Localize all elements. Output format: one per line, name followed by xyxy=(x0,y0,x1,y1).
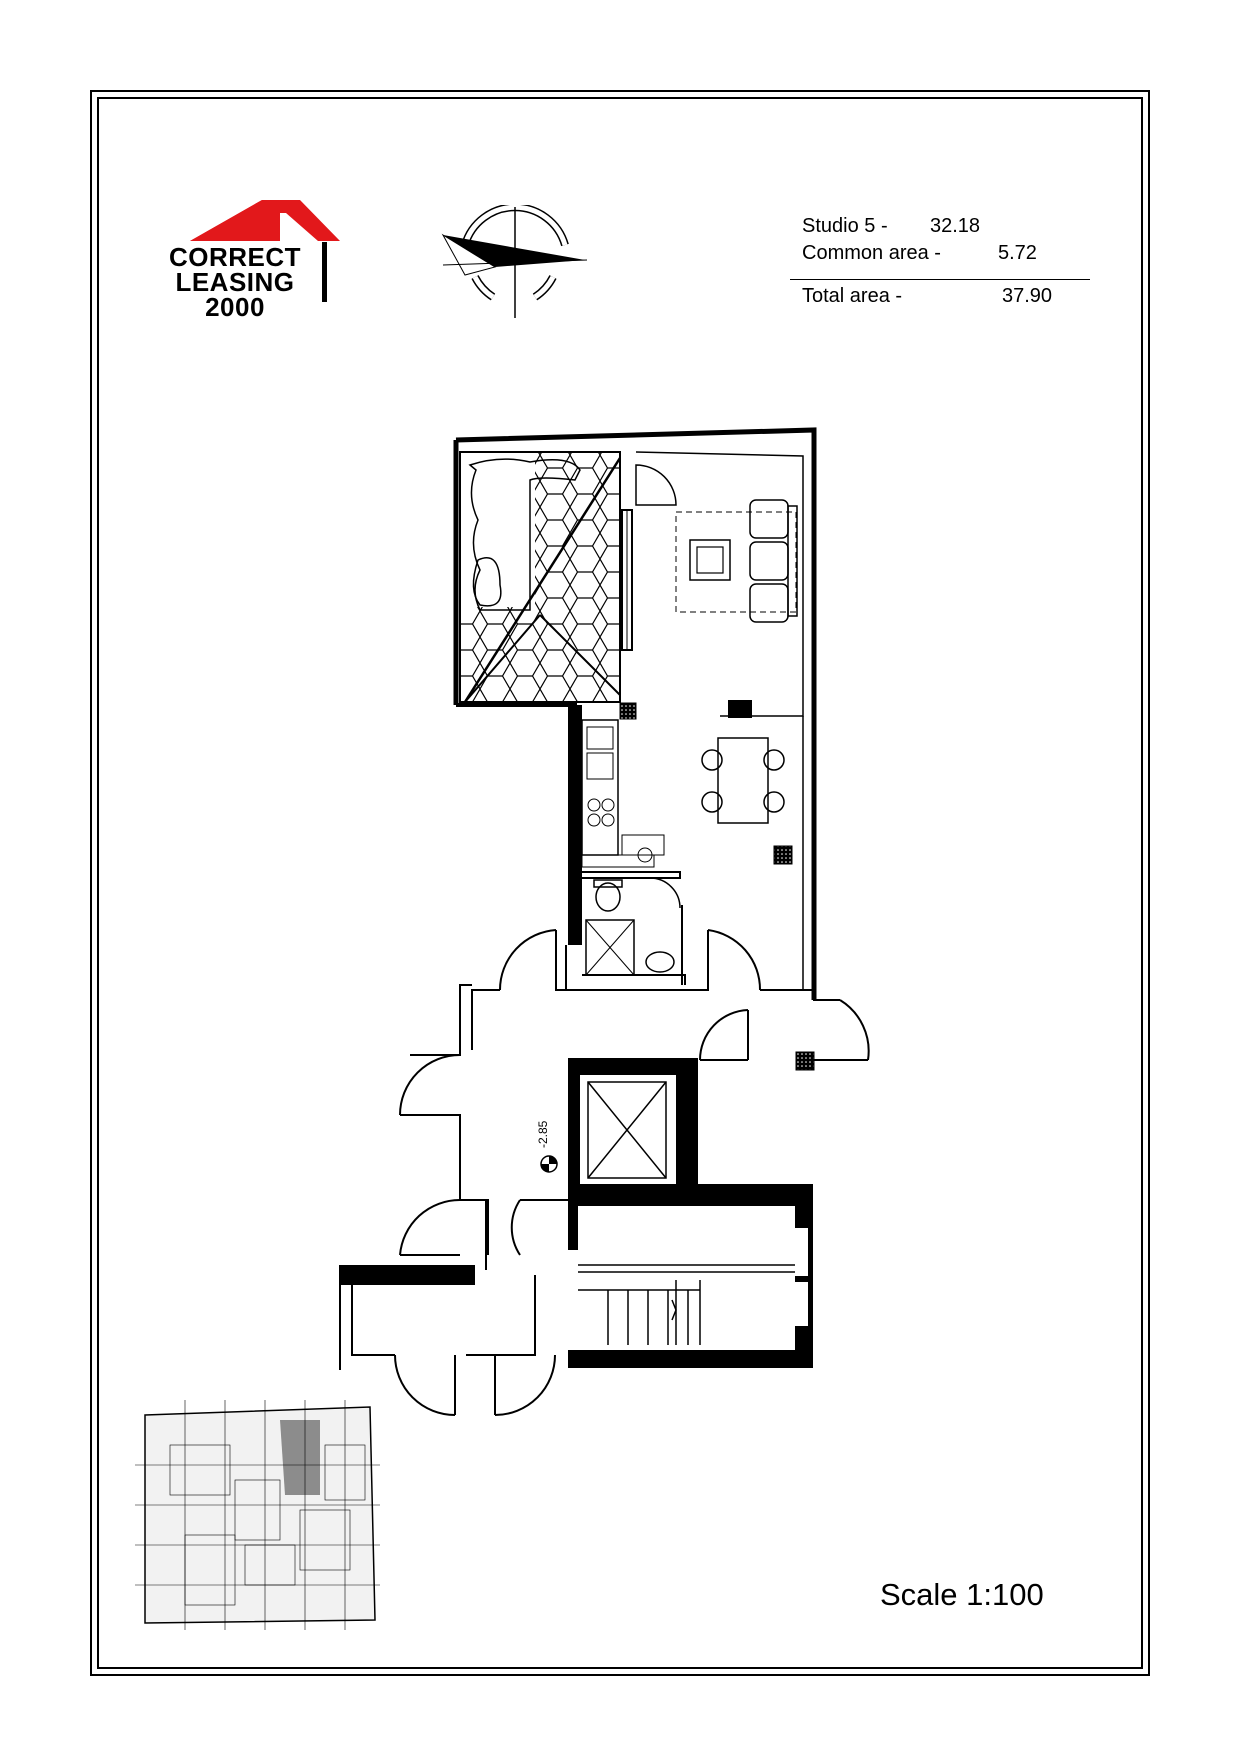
column xyxy=(728,700,752,718)
common-area-row: Common area - 5.72 xyxy=(790,240,1090,267)
logo-bar xyxy=(322,242,327,302)
roof-icon xyxy=(190,200,340,241)
level-marker: -2.85 xyxy=(536,1120,558,1173)
area-divider xyxy=(790,279,1090,280)
apartment-walls xyxy=(453,427,817,1000)
scale-label: Scale 1:100 xyxy=(880,1577,1044,1612)
terrace xyxy=(459,451,622,703)
column-3 xyxy=(795,1051,815,1071)
stair-core xyxy=(568,1184,813,1368)
total-area-row: Total area - 37.90 xyxy=(790,283,1090,310)
area-schedule: Studio 5 - 32.18 Common area - 5.72 Tota… xyxy=(790,213,1090,310)
logo-line-2: LEASING xyxy=(175,267,295,297)
living-furniture xyxy=(675,499,798,623)
inner-frame xyxy=(97,97,1143,1669)
wall-block-1 xyxy=(340,1265,475,1285)
studio-area-row: Studio 5 - 32.18 xyxy=(790,213,1090,240)
lift-shaft xyxy=(568,1058,698,1186)
key-plan xyxy=(135,1400,380,1630)
common-area-label: Common area - xyxy=(802,242,941,264)
glazed-wall xyxy=(619,509,637,720)
studio-area-value: 32.18 xyxy=(930,215,981,237)
bathroom xyxy=(582,871,686,985)
common-corridor xyxy=(351,984,570,1416)
logo-line-1: CORRECT xyxy=(168,242,302,272)
north-arrow-icon xyxy=(441,205,588,318)
dining-table xyxy=(701,737,785,824)
logo-line-3: 2000 xyxy=(205,292,265,322)
column-2 xyxy=(773,845,793,865)
total-area-value: 37.90 xyxy=(1002,285,1053,307)
studio-area-label: Studio 5 - xyxy=(802,215,888,237)
level-label: -2.85 xyxy=(536,1120,550,1148)
company-logo: CORRECT LEASING 2000 xyxy=(150,195,350,330)
kitchen xyxy=(568,705,665,945)
logo-text: CORRECT LEASING 2000 xyxy=(150,242,320,322)
entry-walls xyxy=(471,929,870,1061)
outer-frame xyxy=(90,90,1150,1676)
total-area-label: Total area - xyxy=(802,285,903,307)
terrace-door xyxy=(635,464,677,506)
common-area-value: 5.72 xyxy=(998,242,1037,264)
